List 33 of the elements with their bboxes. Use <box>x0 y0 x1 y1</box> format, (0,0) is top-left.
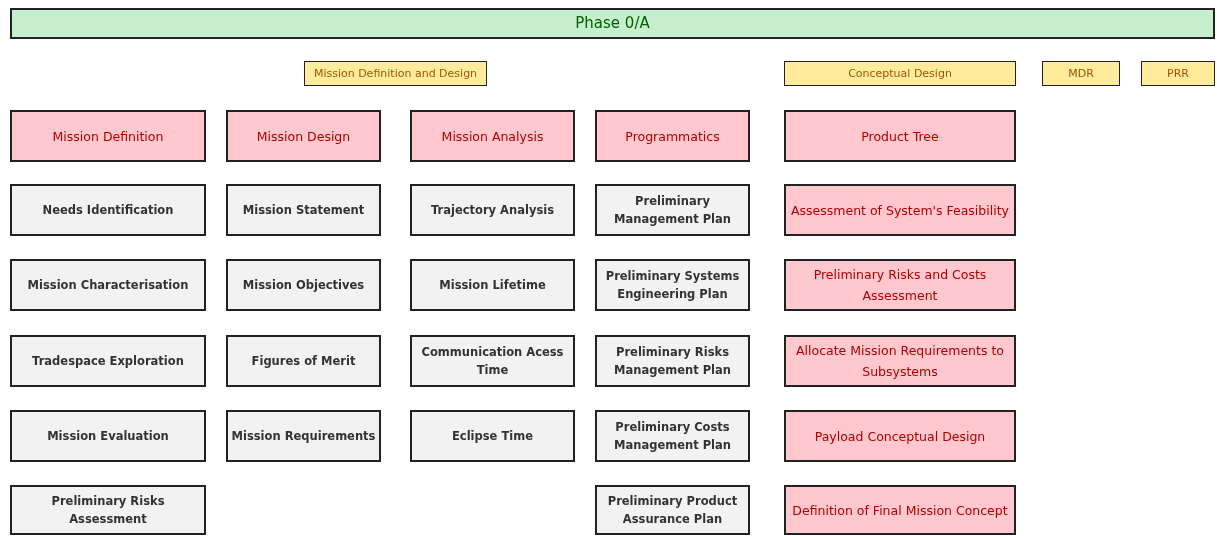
task-box: Programmatics <box>595 110 750 162</box>
activity-box: Communication Acess Time <box>410 335 575 387</box>
activity-box: Preliminary Risks Assessment <box>10 485 206 535</box>
review-label-box: MDR <box>1042 61 1120 86</box>
activity-box: Mission Characterisation <box>10 259 206 311</box>
activity-box: Figures of Merit <box>226 335 381 387</box>
activity-box: Tradespace Exploration <box>10 335 206 387</box>
activity-box: Mission Lifetime <box>410 259 575 311</box>
stage-label-box: Conceptual Design <box>784 61 1016 86</box>
task-box: Product Tree <box>784 110 1016 162</box>
stage-label-box: Mission Definition and Design <box>304 61 487 86</box>
task-box: Mission Analysis <box>410 110 575 162</box>
activity-box: Preliminary Systems Engineering Plan <box>595 259 750 311</box>
activity-box: Mission Statement <box>226 184 381 236</box>
task-box: Assessment of System's Feasibility <box>784 184 1016 236</box>
task-box: Preliminary Risks and Costs Assessment <box>784 259 1016 311</box>
task-box: Mission Design <box>226 110 381 162</box>
activity-box: Needs Identification <box>10 184 206 236</box>
task-box: Definition of Final Mission Concept <box>784 485 1016 535</box>
task-box: Payload Conceptual Design <box>784 410 1016 462</box>
task-box: Allocate Mission Requirements to Subsystems <box>784 335 1016 387</box>
phase-bar: Phase 0/A <box>10 8 1215 39</box>
activity-box: Eclipse Time <box>410 410 575 462</box>
activity-box: Preliminary Product Assurance Plan <box>595 485 750 535</box>
activity-box: Preliminary Costs Management Plan <box>595 410 750 462</box>
activity-box: Preliminary Risks Management Plan <box>595 335 750 387</box>
task-box: Mission Definition <box>10 110 206 162</box>
activity-box: Mission Evaluation <box>10 410 206 462</box>
activity-box: Preliminary Management Plan <box>595 184 750 236</box>
activity-box: Mission Objectives <box>226 259 381 311</box>
review-label-box: PRR <box>1141 61 1215 86</box>
activity-box: Trajectory Analysis <box>410 184 575 236</box>
activity-box: Mission Requirements <box>226 410 381 462</box>
